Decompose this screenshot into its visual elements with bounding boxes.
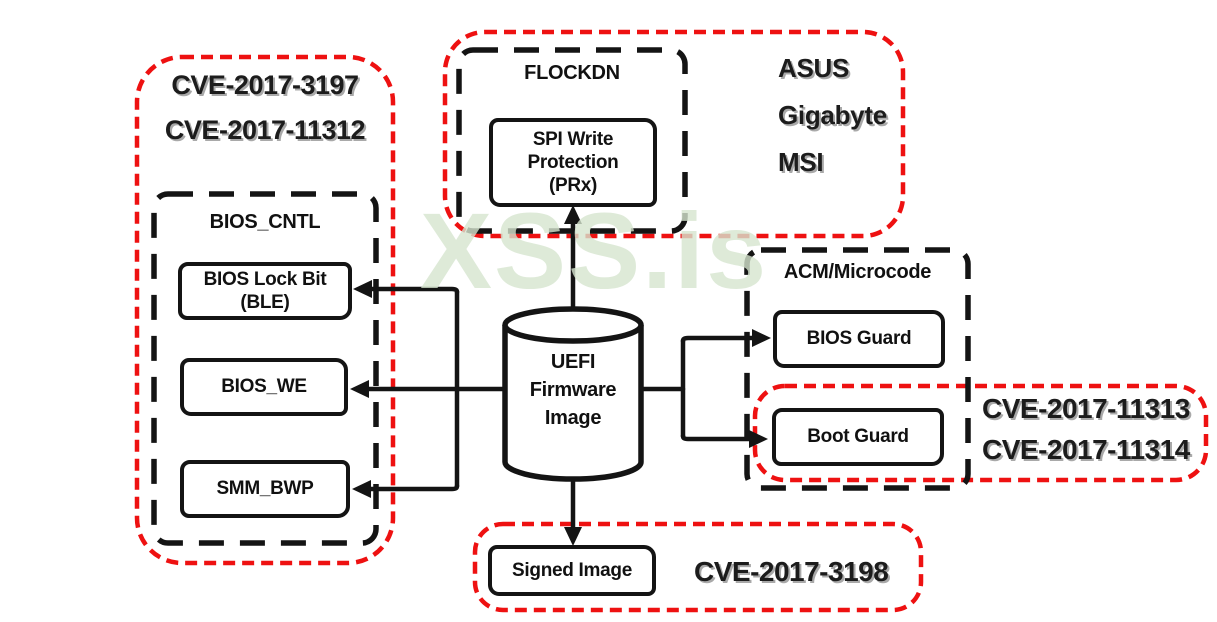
bios-guard-label: BIOS Guard	[806, 328, 912, 350]
spi-line2: Protection	[527, 151, 619, 173]
spi-line3: (PRx)	[548, 175, 598, 197]
signed-image-label: Signed Image	[512, 559, 632, 581]
arrowhead-bios-lock-bit	[353, 280, 372, 298]
connector-lines	[361, 215, 760, 536]
smm-bwp-label: SMM_BWP	[216, 478, 314, 500]
flockdn-label: FLOCKDN	[524, 62, 620, 84]
red-group-signed-image-cve	[472, 521, 924, 613]
arrowhead-bios-we	[350, 380, 369, 398]
spi-line1: SPI Write	[532, 128, 614, 150]
line-to-boot-guard	[680, 433, 757, 442]
vendor-gigabyte: Gigabyte	[778, 100, 887, 130]
bios-cntl-label: BIOS_CNTL	[209, 211, 321, 233]
bios-lock-bit-box: BIOS Lock Bit (BLE)	[178, 262, 352, 320]
arrowhead-bios-guard	[752, 329, 771, 347]
boot-guard-label: Boot Guard	[807, 426, 909, 448]
cve-label-11314: CVE-2017-11314	[982, 434, 1190, 465]
arrowheads	[350, 205, 771, 546]
spi-write-protection-box: SPI Write Protection (PRx)	[489, 118, 657, 207]
cylinder-body	[502, 325, 644, 482]
acm-microcode-label: ACM/Microcode	[783, 261, 932, 283]
arrowhead-smm-bwp	[352, 480, 371, 498]
red-group-flockdn-vendors	[442, 29, 906, 239]
cylinder-top	[502, 306, 644, 344]
bios-we-label: BIOS_WE	[221, 376, 307, 398]
cyl-line2: Firmware	[529, 379, 617, 401]
cve-label-3198: CVE-2017-3198	[694, 556, 889, 587]
uefi-firmware-image-label: UEFI Firmware Image	[503, 348, 643, 432]
bios-we-box: BIOS_WE	[180, 358, 348, 416]
bios-cntl-container	[151, 191, 379, 546]
boot-guard-box: Boot Guard	[772, 408, 944, 466]
cyl-line1: UEFI	[550, 351, 596, 373]
vendor-msi: MSI	[778, 147, 824, 177]
acm-microcode-container	[744, 247, 971, 491]
bios-lock-bit-line2: (BLE)	[240, 292, 290, 313]
cve-label-3197: CVE-2017-3197	[171, 70, 359, 100]
cve-label-11313: CVE-2017-11313	[982, 393, 1190, 424]
cve-label-11312: CVE-2017-11312	[164, 115, 366, 145]
line-to-smm-bwp	[363, 483, 460, 492]
bios-guard-box: BIOS Guard	[773, 310, 945, 368]
arrowhead-boot-guard	[749, 430, 768, 448]
line-to-bios-guard	[680, 335, 760, 344]
line-to-bios-lock-bit	[365, 286, 460, 295]
cyl-line3: Image	[544, 407, 602, 429]
signed-image-box: Signed Image	[488, 545, 656, 596]
red-group-bios-cntl-cves	[134, 54, 396, 566]
arrowhead-spi-protection	[564, 205, 582, 224]
bios-lock-bit-line1: BIOS Lock Bit	[203, 268, 327, 290]
arrowhead-signed-image	[564, 527, 582, 546]
smm-bwp-box: SMM_BWP	[180, 460, 350, 518]
vendor-asus: ASUS	[778, 53, 850, 83]
uefi-firmware-cylinder	[502, 306, 644, 482]
